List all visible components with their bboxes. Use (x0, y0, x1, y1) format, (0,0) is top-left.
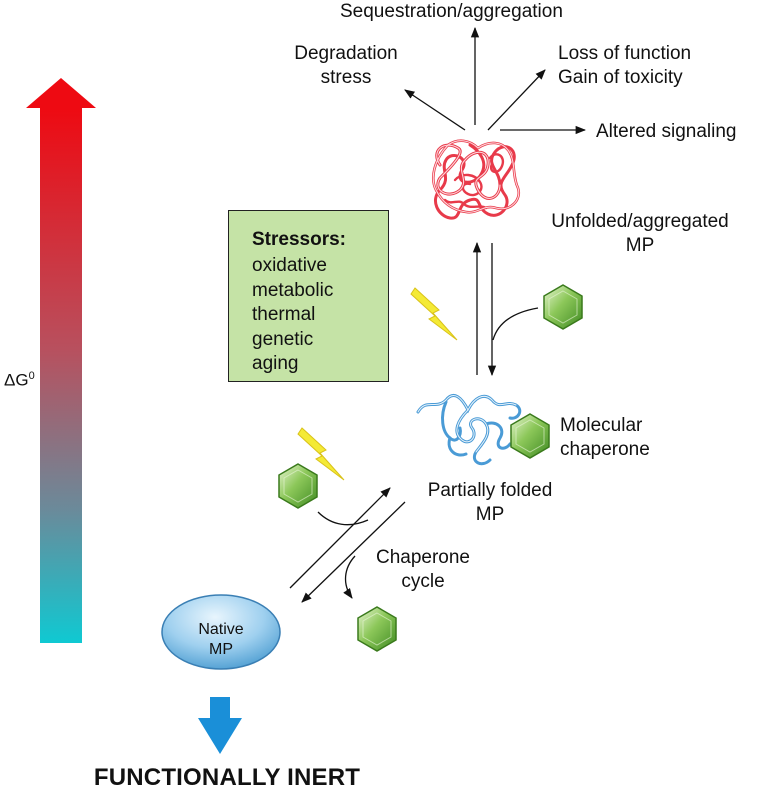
inert-down-arrow (198, 697, 242, 754)
stressors-list: oxidative metabolic thermal genetic agin… (252, 254, 333, 377)
label-degradation-stress: Degradation stress (276, 42, 416, 90)
chaperone-hexagon-left (278, 463, 318, 509)
label-sequestration: Sequestration/aggregation (340, 1, 563, 22)
label-altered-signaling: Altered signaling (596, 121, 737, 142)
partially-folded-protein-inner (417, 395, 517, 453)
stressor-item: metabolic (252, 279, 334, 301)
label-degradation-line2: stress (320, 67, 372, 88)
label-native-line1: Native (198, 621, 244, 638)
label-chaperone-cycle: Chaperone cycle (368, 546, 478, 594)
chaperone-hexagon-released (357, 606, 397, 652)
stressor-item: oxidative (252, 255, 327, 276)
label-unfolded-line2: MP (625, 235, 655, 256)
arrow-partial-to-native (301, 501, 406, 603)
stressor-item: genetic (252, 328, 314, 350)
label-partial-line1: Partially folded (427, 480, 553, 501)
label-loss-function: Loss of function (558, 43, 692, 64)
label-native-line2: MP (209, 641, 233, 658)
partially-folded-protein-icon (416, 394, 522, 466)
chaperone-assist-curve (492, 307, 539, 341)
label-chaperone-line1: Molecular (560, 415, 643, 436)
unfold-refold-arrows (472, 241, 539, 377)
outcome-arrows (404, 26, 587, 135)
label-unfolded-aggregated: Unfolded/aggregated MP (530, 210, 750, 258)
chaperone-hexagon-top (543, 284, 583, 330)
label-unfolded-line1: Unfolded/aggregated (551, 211, 729, 232)
label-cycle-line1: Chaperone (375, 547, 471, 568)
chaperone-release-curve (343, 555, 356, 599)
chaperone-bind-curve (317, 511, 369, 526)
energy-axis-label: ΔG0 (4, 370, 35, 390)
label-native-mp: Native MP (163, 620, 279, 660)
label-molecular-chaperone: Molecular chaperone (560, 414, 650, 462)
energy-gradient-arrow (26, 78, 96, 643)
native-protein-ellipse (161, 594, 281, 670)
chaperone-hexagon-bound (510, 413, 550, 459)
folding-equilibrium-arrows (289, 487, 406, 603)
unfolded-protein-inner (432, 140, 520, 213)
stressors-box (228, 210, 389, 382)
label-loss-gain: Loss of function Gain of toxicity (558, 42, 691, 90)
label-partial-line2: MP (475, 504, 505, 525)
label-cycle-line2: cycle (401, 571, 445, 592)
label-gain-toxicity: Gain of toxicity (558, 67, 683, 88)
stressor-item: aging (252, 353, 299, 374)
label-partially-folded: Partially folded MP (400, 479, 580, 527)
functionally-inert-title: FUNCTIONALLY INERT (93, 764, 361, 791)
arrow-loss-function (487, 69, 546, 131)
stressors-title: Stressors: (252, 229, 346, 250)
arrow-native-to-partial (289, 487, 391, 589)
arrow-degradation (404, 89, 466, 131)
lightning-bolt-upper (410, 287, 458, 341)
label-degradation-line1: Degradation (294, 43, 398, 64)
label-chaperone-line2: chaperone (560, 439, 650, 460)
stressor-item: thermal (252, 304, 316, 325)
